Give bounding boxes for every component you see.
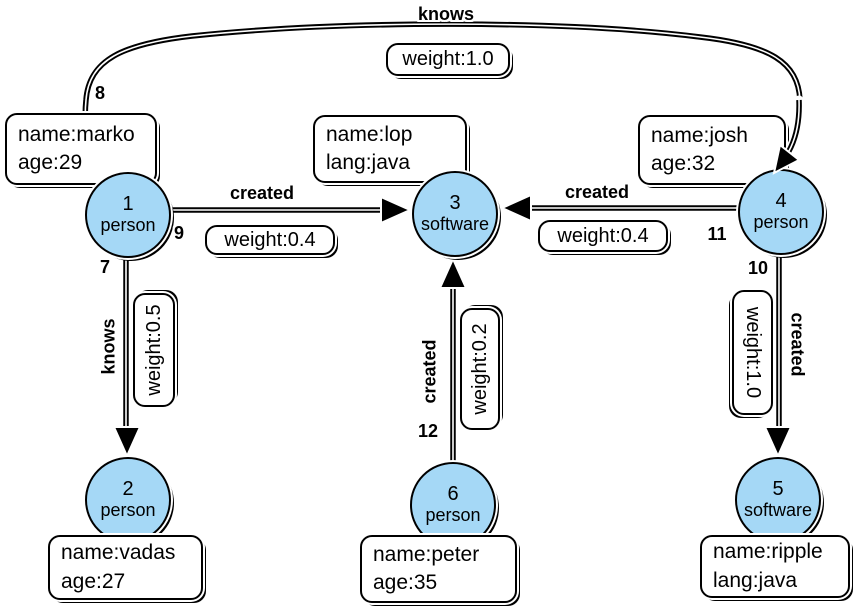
weight-value: weight:0.2: [468, 323, 491, 415]
vertex-6-type: person: [425, 505, 481, 526]
edge-9-id: 9: [173, 223, 184, 243]
edge-8-label: knows: [417, 4, 474, 24]
edge-created-6-3-arrowhead: [438, 256, 468, 289]
edge-12-label: created: [419, 339, 440, 404]
edge-7-id: 7: [99, 257, 110, 277]
weight-value: weight:0.5: [142, 304, 165, 396]
edge-7-label: knows: [98, 318, 119, 375]
vertex-5: 5 software: [735, 457, 821, 543]
property-lang: lang:java: [326, 151, 411, 174]
edge-9-label: created: [229, 183, 295, 203]
property-lang: lang:java: [713, 568, 798, 592]
property-name: name:lop: [326, 122, 413, 146]
property-name: name:marko: [18, 122, 135, 146]
vertex-2-type: person: [100, 500, 156, 521]
vertex-4: 4 person: [738, 169, 824, 255]
vertex-6-id: 6: [447, 483, 459, 506]
property-box-vadas: name:vadas age:27: [48, 535, 203, 600]
edge-8-id: 8: [94, 83, 105, 103]
weight-value: weight:0.4: [557, 224, 649, 247]
property-name: name:vadas: [61, 541, 176, 565]
weight-box-edge-8: weight:1.0: [386, 43, 510, 76]
edge-knows-1-2-arrowhead: [112, 426, 142, 459]
edge-12-id: 12: [417, 421, 439, 441]
weight-box-edge-11: weight:0.4: [538, 220, 668, 252]
weight-box-edge-10: weight:1.0: [732, 290, 773, 415]
vertex-3-id: 3: [449, 192, 461, 215]
property-age: age:27: [61, 569, 126, 593]
edge-created-4-5-arrowhead: [763, 426, 793, 459]
vertex-2: 2 person: [85, 457, 171, 543]
vertex-1-id: 1: [122, 193, 134, 216]
edge-created-4-3-arrowhead: [499, 193, 532, 223]
vertex-5-id: 5: [772, 478, 784, 501]
property-box-ripple: name:ripple lang:java: [700, 535, 850, 598]
property-box-peter: name:peter age:35: [360, 535, 517, 603]
property-name: name:peter: [373, 542, 480, 566]
edge-10-label: created: [787, 312, 808, 377]
edge-created-1-3-arrowhead: [380, 195, 413, 225]
property-age: age:29: [18, 151, 83, 174]
vertex-1-type: person: [100, 215, 156, 236]
vertex-4-id: 4: [775, 190, 787, 213]
weight-box-edge-12: weight:0.2: [460, 308, 500, 430]
vertex-3-type: software: [420, 214, 490, 235]
vertex-5-type: software: [743, 500, 813, 521]
property-name: name:josh: [651, 123, 748, 147]
edge-11-id: 11: [707, 224, 727, 244]
property-age: age:32: [651, 152, 716, 175]
property-age: age:35: [373, 571, 438, 594]
edge-10-id: 10: [747, 258, 769, 278]
weight-box-edge-9: weight:0.4: [205, 225, 335, 255]
weight-value: weight:0.4: [224, 228, 316, 251]
weight-box-edge-7: weight:0.5: [133, 293, 175, 407]
vertex-2-id: 2: [122, 478, 134, 501]
edge-11-label: created: [564, 182, 630, 202]
vertex-4-type: person: [753, 212, 809, 233]
property-name: name:ripple: [713, 540, 823, 564]
weight-value: weight:1.0: [402, 48, 494, 70]
vertex-1: 1 person: [85, 172, 171, 258]
vertex-3: 3 software: [412, 171, 498, 257]
weight-value: weight:1.0: [742, 306, 764, 399]
